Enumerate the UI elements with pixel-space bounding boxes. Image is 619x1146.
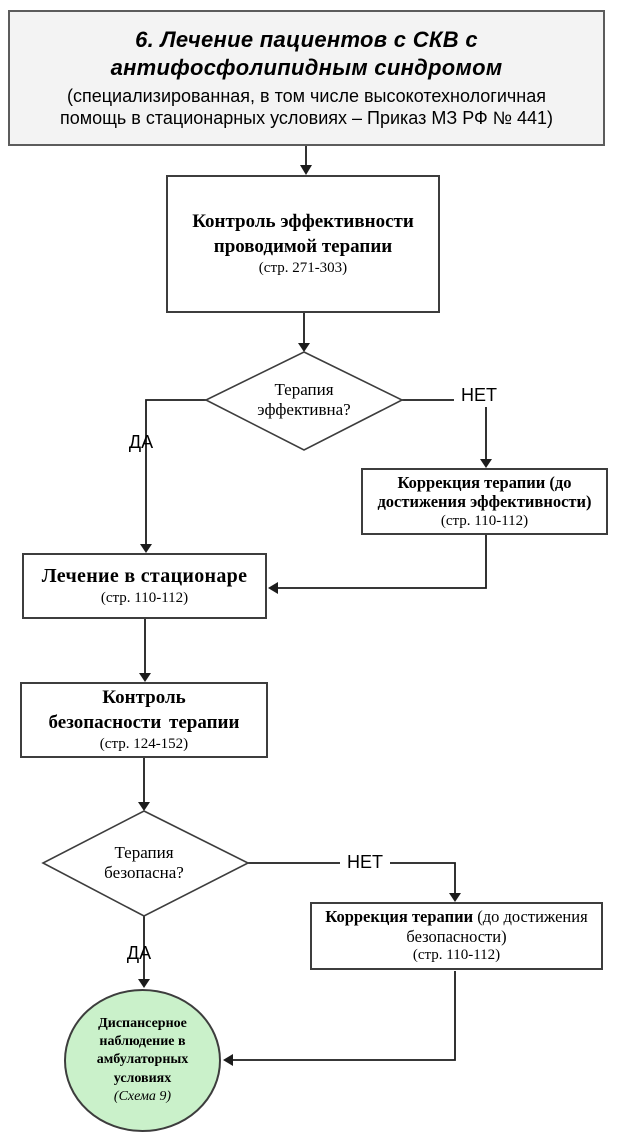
efficacy-control-line2: проводимой терапии <box>213 235 393 257</box>
arrowhead-correction1-to-hospital <box>268 582 278 594</box>
safety-correction-pages: (стр. 110-112) <box>412 947 501 964</box>
efficacy-correction-title-text: Коррекция терапии (до достижения эффекти… <box>377 472 592 512</box>
efficacy-control-title: Контроль эффективности проводимой терапи… <box>192 210 414 259</box>
arrowhead-decision2-yes <box>138 979 150 988</box>
node-safety-control: Контроль безопасности терапии (стр. 124-… <box>20 682 268 758</box>
node-hospital-treatment: Лечение в стационаре (стр. 110-112) <box>22 553 267 619</box>
terminal-dispensary-scheme: (Схема 9) <box>113 1088 172 1104</box>
decision-safety-line2: безопасна? <box>104 863 184 882</box>
arrowhead-header-to-efficacy <box>300 165 312 175</box>
edge-label-no-bottom: НЕТ <box>340 851 390 874</box>
terminal-dispensary-label: Диспансерное наблюдение в амбулаторных у… <box>62 995 223 1126</box>
connector-decision1-no <box>402 399 487 460</box>
terminal-dispensary-shape <box>64 989 221 1132</box>
decision-safety-label: Терапия безопасна? <box>64 837 224 889</box>
decision-safety-shape <box>41 810 250 917</box>
arrowhead-hospital-to-safety <box>139 673 151 682</box>
arrowhead-safety-to-decision2 <box>138 802 150 811</box>
arrowhead-decision1-yes <box>140 544 152 553</box>
hospital-pages: (стр. 110-112) <box>100 590 189 607</box>
decision-efficacy-shape <box>204 351 404 451</box>
safety-correction-title-rest: (до достижения безопасности) <box>406 907 588 946</box>
node-efficacy-control: Контроль эффективности проводимой терапи… <box>166 175 440 313</box>
node-header: 6. Лечение пациентов с СКВ с антифосфоли… <box>8 10 605 146</box>
node-safety-correction: Коррекция терапии (до достижения безопас… <box>310 902 603 970</box>
header-title: 6. Лечение пациентов с СКВ с антифосфоли… <box>111 26 503 81</box>
edge-label-no-top: НЕТ <box>454 384 504 407</box>
connector-correction2-to-terminal <box>232 971 456 1061</box>
header-title-line2: антифосфолипидным синдромом <box>110 54 503 80</box>
arrowhead-efficacy-to-decision1 <box>298 343 310 352</box>
header-subtitle-line2: помощь в стационарных условиях – Приказ … <box>59 107 554 128</box>
safety-control-line1: Контроль <box>102 687 186 709</box>
arrowhead-decision1-no <box>480 459 492 468</box>
safety-correction-title-bold: Коррекция терапии <box>325 907 474 927</box>
decision-efficacy-line1: Терапия <box>274 379 334 399</box>
decision-efficacy-label: Терапия эффективна? <box>224 374 384 426</box>
arrowhead-decision2-no <box>449 893 461 902</box>
efficacy-correction-pages: (стр. 110-112) <box>440 512 529 529</box>
decision-safety-line1: Терапия <box>114 842 174 862</box>
edge-label-yes-top: ДА <box>128 431 154 452</box>
header-subtitle: (специализированная, в том числе высокот… <box>60 86 553 130</box>
arrowhead-correction2-to-terminal <box>223 1054 233 1066</box>
safety-control-title: Контроль безопасности терапии <box>49 686 240 735</box>
efficacy-correction-title: Коррекция терапии (до достижения эффекти… <box>369 473 600 512</box>
efficacy-control-pages: (стр. 271-303) <box>258 259 348 276</box>
efficacy-control-line1: Контроль эффективности <box>192 211 414 233</box>
terminal-dispensary-title: Диспансерное наблюдение в амбулаторных у… <box>96 1016 189 1086</box>
edge-label-yes-bottom: ДА <box>126 942 152 963</box>
decision-efficacy-line2: эффективна? <box>257 400 351 419</box>
node-efficacy-correction: Коррекция терапии (до достижения эффекти… <box>361 468 608 535</box>
header-title-line1: 6. Лечение пациентов с СКВ с <box>135 27 478 53</box>
safety-control-pages: (стр. 124-152) <box>99 735 189 752</box>
safety-control-line2: безопасности терапии <box>48 711 240 733</box>
header-subtitle-line1: (специализированная, в том числе высокот… <box>67 85 546 106</box>
hospital-title: Лечение в стационаре <box>41 564 248 587</box>
connector-decision1-yes <box>145 399 206 545</box>
safety-correction-title: Коррекция терапии (до достижения безопас… <box>322 907 591 946</box>
connector-correction1-to-hospital <box>277 535 487 589</box>
connector-decision2-no <box>248 862 456 894</box>
